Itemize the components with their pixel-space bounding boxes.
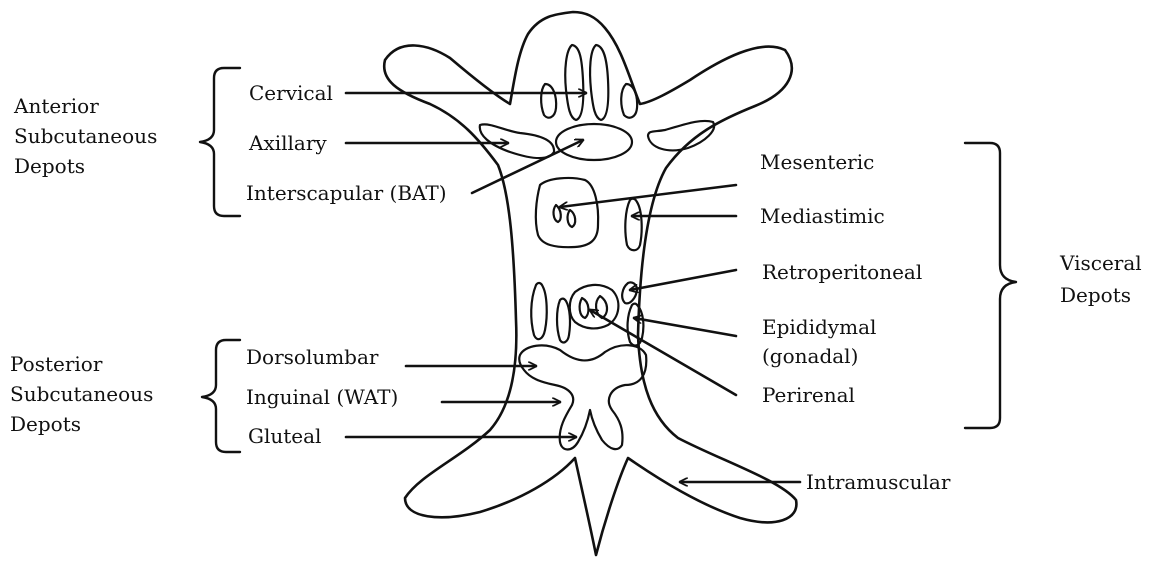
perirenal-inner-left bbox=[580, 298, 589, 318]
mediastimic-depot bbox=[625, 199, 641, 251]
arrow-retroperitoneal bbox=[630, 270, 736, 290]
group-posterior-line3: Depots bbox=[10, 412, 81, 436]
group-anterior-line2: Subcutaneous bbox=[14, 124, 157, 148]
retroperitoneal-depot-left bbox=[531, 283, 547, 339]
arrow-epididymal bbox=[634, 318, 736, 336]
group-label-anterior: Anterior Subcutaneous Depots bbox=[13, 94, 164, 178]
group-visceral-line1: Visceral bbox=[1059, 251, 1142, 275]
cervical-depot-right bbox=[590, 45, 608, 120]
group-label-posterior: Posterior Subcutaneous Depots bbox=[10, 352, 160, 436]
mesenteric-inner-b bbox=[568, 210, 576, 227]
bracket-posterior bbox=[202, 340, 240, 452]
group-anterior-line1: Anterior bbox=[13, 94, 99, 118]
label-inguinal: Inguinal (WAT) bbox=[246, 385, 398, 409]
label-retroperitoneal: Retroperitoneal bbox=[762, 260, 922, 284]
group-anterior-line3: Depots bbox=[14, 154, 85, 178]
group-visceral-line2: Depots bbox=[1060, 283, 1131, 307]
mesenteric-depot bbox=[536, 178, 598, 247]
group-posterior-line1: Posterior bbox=[10, 352, 103, 376]
group-label-visceral: Visceral Depots bbox=[1059, 251, 1148, 307]
interscapular-bat-depot bbox=[556, 124, 632, 160]
label-gonadal: (gonadal) bbox=[762, 344, 858, 368]
group-posterior-line2: Subcutaneous bbox=[10, 382, 153, 406]
label-axillary: Axillary bbox=[248, 131, 327, 155]
label-interscapular: Interscapular (BAT) bbox=[246, 181, 447, 205]
bracket-anterior bbox=[200, 68, 240, 216]
cervical-depot-outer-left bbox=[541, 84, 556, 118]
cervical-depot-outer-right bbox=[621, 84, 637, 118]
label-intramuscular: Intramuscular bbox=[806, 470, 951, 494]
axillary-depot-left bbox=[480, 124, 554, 158]
label-gluteal: Gluteal bbox=[248, 424, 321, 448]
arrow-mesenteric bbox=[560, 185, 736, 207]
arrow-interscapular bbox=[472, 140, 583, 193]
dorsolumbar-inguinal-band bbox=[519, 345, 646, 449]
label-epididymal: Epididymal bbox=[762, 315, 876, 339]
label-mesenteric: Mesenteric bbox=[760, 150, 874, 174]
label-perirenal: Perirenal bbox=[762, 383, 855, 407]
axillary-depot-right bbox=[648, 121, 714, 150]
cervical-depot-left bbox=[565, 45, 583, 120]
retroperitoneal-depot-right bbox=[622, 282, 637, 303]
label-mediastimic: Mediastimic bbox=[760, 204, 885, 228]
label-dorsolumbar: Dorsolumbar bbox=[246, 345, 379, 369]
bracket-visceral bbox=[965, 143, 1016, 428]
label-cervical: Cervical bbox=[249, 81, 333, 105]
epididymal-depot-left bbox=[557, 299, 570, 343]
